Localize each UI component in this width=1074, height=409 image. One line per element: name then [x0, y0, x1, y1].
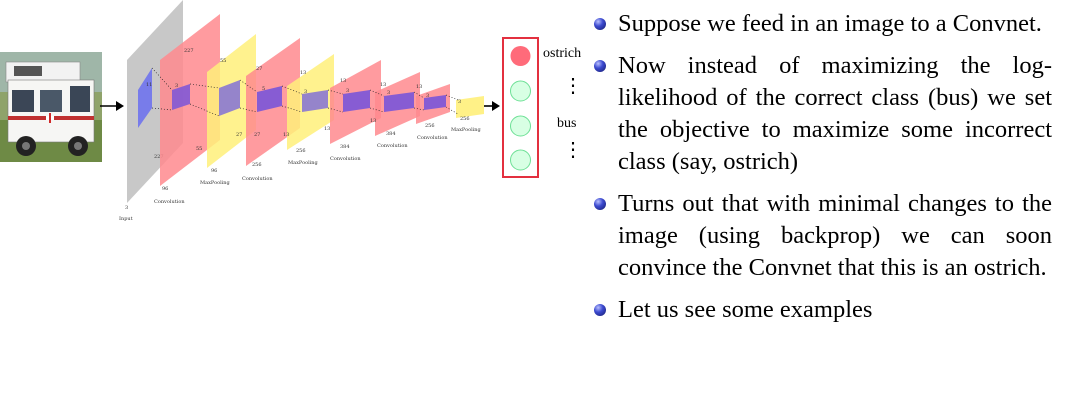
- conv1-depth-label: 96: [162, 186, 168, 192]
- pool1-width-label: 27: [236, 132, 242, 138]
- bullet-text: Suppose we feed in an image to a Convnet…: [618, 10, 1042, 37]
- conv5-height-label: 13: [416, 84, 422, 90]
- conv3-depth-label: 384: [340, 144, 350, 150]
- conv1-height-label: 227: [184, 48, 194, 54]
- conv2-kernel-size: 5: [262, 86, 265, 92]
- bullet-icon: [594, 60, 606, 72]
- conv3-label: Convolution: [330, 156, 361, 162]
- pool3-layer: [456, 96, 484, 118]
- pool2-kernel: [302, 90, 328, 112]
- pool3-kernel-size: 3: [458, 99, 461, 105]
- output-neuron: [510, 80, 531, 102]
- bullet-item: Suppose we feed in an image to a Convnet…: [590, 8, 1052, 40]
- conv1-kernel: [172, 84, 190, 110]
- input-arrow: [100, 101, 124, 111]
- bus-label: bus: [557, 116, 576, 131]
- conv5-kernel-size: 3: [426, 93, 429, 99]
- pool2-label: MaxPooling: [288, 160, 319, 166]
- conv4-label: Convolution: [377, 143, 408, 149]
- bullet-text: Let us see some examples: [618, 296, 873, 323]
- conv4-kernel: [384, 92, 414, 112]
- conv1-label: Convolution: [154, 199, 185, 205]
- conv4-depth-label: 384: [386, 131, 396, 137]
- output-neuron-bus: [510, 115, 531, 137]
- output-neuron: [510, 149, 531, 171]
- conv4-height-label: 13: [380, 82, 386, 88]
- input-label: Input: [119, 216, 133, 222]
- bullet-item: Now instead of maximizing the log-likeli…: [590, 50, 1052, 178]
- conv2-label: Convolution: [242, 176, 273, 182]
- vertical-dots: ⋮: [563, 75, 583, 97]
- pool1-kernel: [219, 80, 240, 116]
- bullet-item: Let us see some examples: [590, 294, 1052, 326]
- bullet-item: Turns out that with minimal changes to t…: [590, 188, 1052, 284]
- conv4-width-label: 13: [370, 118, 376, 124]
- kernel-connections: [151, 67, 459, 117]
- conv3-width-label: 13: [324, 126, 330, 132]
- vertical-dots: ⋮: [563, 139, 583, 161]
- bullet-text: Now instead of maximizing the log-likeli…: [618, 52, 1052, 175]
- input-image: [0, 52, 102, 162]
- pool2-kernel-size: 3: [304, 89, 307, 95]
- conv1-width-label: 55: [196, 146, 202, 152]
- bullet-icon: [594, 304, 606, 316]
- pool1-depth-label: 96: [211, 168, 217, 174]
- conv5-depth-label: 256: [425, 123, 435, 129]
- conv5-label: Convolution: [417, 135, 448, 141]
- bullet-text: Turns out that with minimal changes to t…: [618, 190, 1052, 281]
- input-kernel: [138, 68, 152, 128]
- conv1-kernel-size: 3: [175, 83, 178, 89]
- pool2-depth-label: 256: [296, 148, 306, 154]
- output-arrow: [484, 101, 500, 111]
- conv5-kernel: [424, 95, 446, 110]
- conv3-kernel-size: 3: [346, 88, 349, 94]
- conv3-height-label: 13: [340, 78, 346, 84]
- pool2-width-label: 13: [283, 132, 289, 138]
- pool2-height-label: 13: [300, 70, 306, 76]
- pool1-label: MaxPooling: [200, 180, 231, 186]
- pool3-label: MaxPooling: [451, 127, 482, 133]
- conv3-kernel: [343, 90, 370, 112]
- bullet-list: Suppose we feed in an image to a Convnet…: [590, 8, 1052, 336]
- conv4-kernel-size: 3: [387, 90, 390, 96]
- pool3-depth-label: 256: [460, 116, 470, 122]
- convnet-diagram: 11 3 Input 227 227 96 Convolution 3 55 9…: [0, 0, 583, 222]
- ostrich-label: ostrich: [543, 46, 581, 61]
- bullet-icon: [594, 18, 606, 30]
- conv2-height-label: 27: [256, 66, 262, 72]
- input-width-label: 227: [154, 154, 164, 160]
- output-neuron-ostrich: [510, 46, 531, 66]
- pool1-height-label: 55: [220, 58, 226, 64]
- bullet-icon: [594, 198, 606, 210]
- conv2-width-label: 27: [254, 132, 260, 138]
- conv2-depth-label: 256: [252, 162, 262, 168]
- input-kernel-size: 11: [146, 82, 152, 88]
- input-depth-label: 3: [125, 205, 128, 211]
- conv2-kernel: [257, 86, 282, 112]
